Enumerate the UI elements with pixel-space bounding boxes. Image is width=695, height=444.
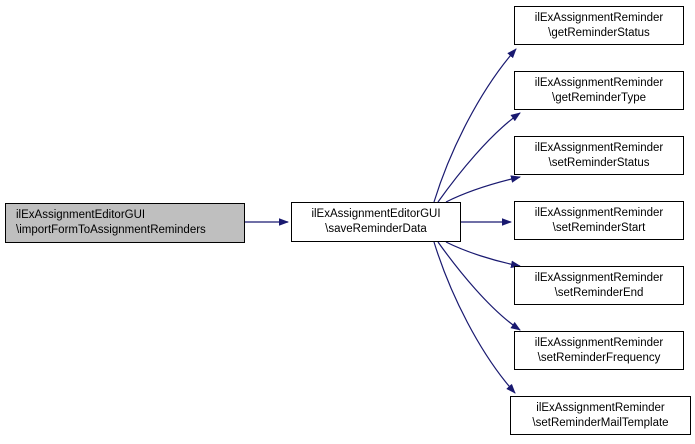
node-class-name: ilExAssignmentReminder bbox=[534, 336, 664, 349]
edge-to-setReminderEnd bbox=[445, 241, 521, 269]
node-class-name: ilExAssignmentReminder bbox=[534, 76, 664, 89]
node-method-name: \setReminderFrequency bbox=[537, 351, 661, 364]
edge-to-getReminderType bbox=[437, 112, 521, 203]
node-setReminderMailTemplate[interactable]: ilExAssignmentReminder \setReminderMailT… bbox=[510, 396, 691, 435]
node-method-name: \setReminderStart bbox=[552, 221, 646, 234]
edge-to-setReminderFrequency bbox=[437, 241, 521, 331]
node-setReminderFrequency[interactable]: ilExAssignmentReminder \setReminderFrequ… bbox=[514, 331, 684, 370]
node-setReminderEnd[interactable]: ilExAssignmentReminder \setReminderEnd bbox=[514, 266, 684, 305]
edge-to-setReminderMailTemplate bbox=[433, 241, 516, 394]
node-method-name: \getReminderStatus bbox=[548, 26, 650, 39]
node-class-name: ilExAssignmentReminder bbox=[534, 271, 664, 284]
node-class-name: ilExAssignmentEditorGUI bbox=[16, 209, 146, 221]
node-method-name: \saveReminderData bbox=[325, 223, 427, 235]
node-class-name: ilExAssignmentReminder bbox=[534, 11, 664, 24]
edge-to-setReminderStatus bbox=[445, 175, 521, 203]
node-method-name: \importFormToAssignmentReminders bbox=[16, 224, 206, 236]
node-saveReminderData[interactable]: ilExAssignmentEditorGUI \saveReminderDat… bbox=[291, 202, 461, 242]
node-method-name: \setReminderMailTemplate bbox=[532, 416, 669, 429]
node-class-name: ilExAssignmentReminder bbox=[534, 141, 664, 154]
node-class-name: ilExAssignmentReminder bbox=[536, 401, 665, 414]
node-method-name: \getReminderType bbox=[552, 91, 646, 104]
node-setReminderStatus[interactable]: ilExAssignmentReminder \setReminderStatu… bbox=[514, 136, 684, 175]
node-importFormToAssignmentReminders: ilExAssignmentEditorGUI \importFormToAss… bbox=[5, 203, 245, 243]
node-class-name: ilExAssignmentEditorGUI bbox=[311, 208, 441, 220]
node-class-name: ilExAssignmentReminder bbox=[534, 206, 664, 219]
node-getReminderStatus[interactable]: ilExAssignmentReminder \getReminderStatu… bbox=[514, 6, 684, 45]
node-method-name: \setReminderEnd bbox=[554, 286, 644, 299]
node-setReminderStart[interactable]: ilExAssignmentReminder \setReminderStart bbox=[514, 201, 684, 240]
edge-to-getReminderStatus bbox=[433, 48, 517, 203]
node-method-name: \setReminderStatus bbox=[548, 156, 650, 169]
node-getReminderType[interactable]: ilExAssignmentReminder \getReminderType bbox=[514, 71, 684, 110]
